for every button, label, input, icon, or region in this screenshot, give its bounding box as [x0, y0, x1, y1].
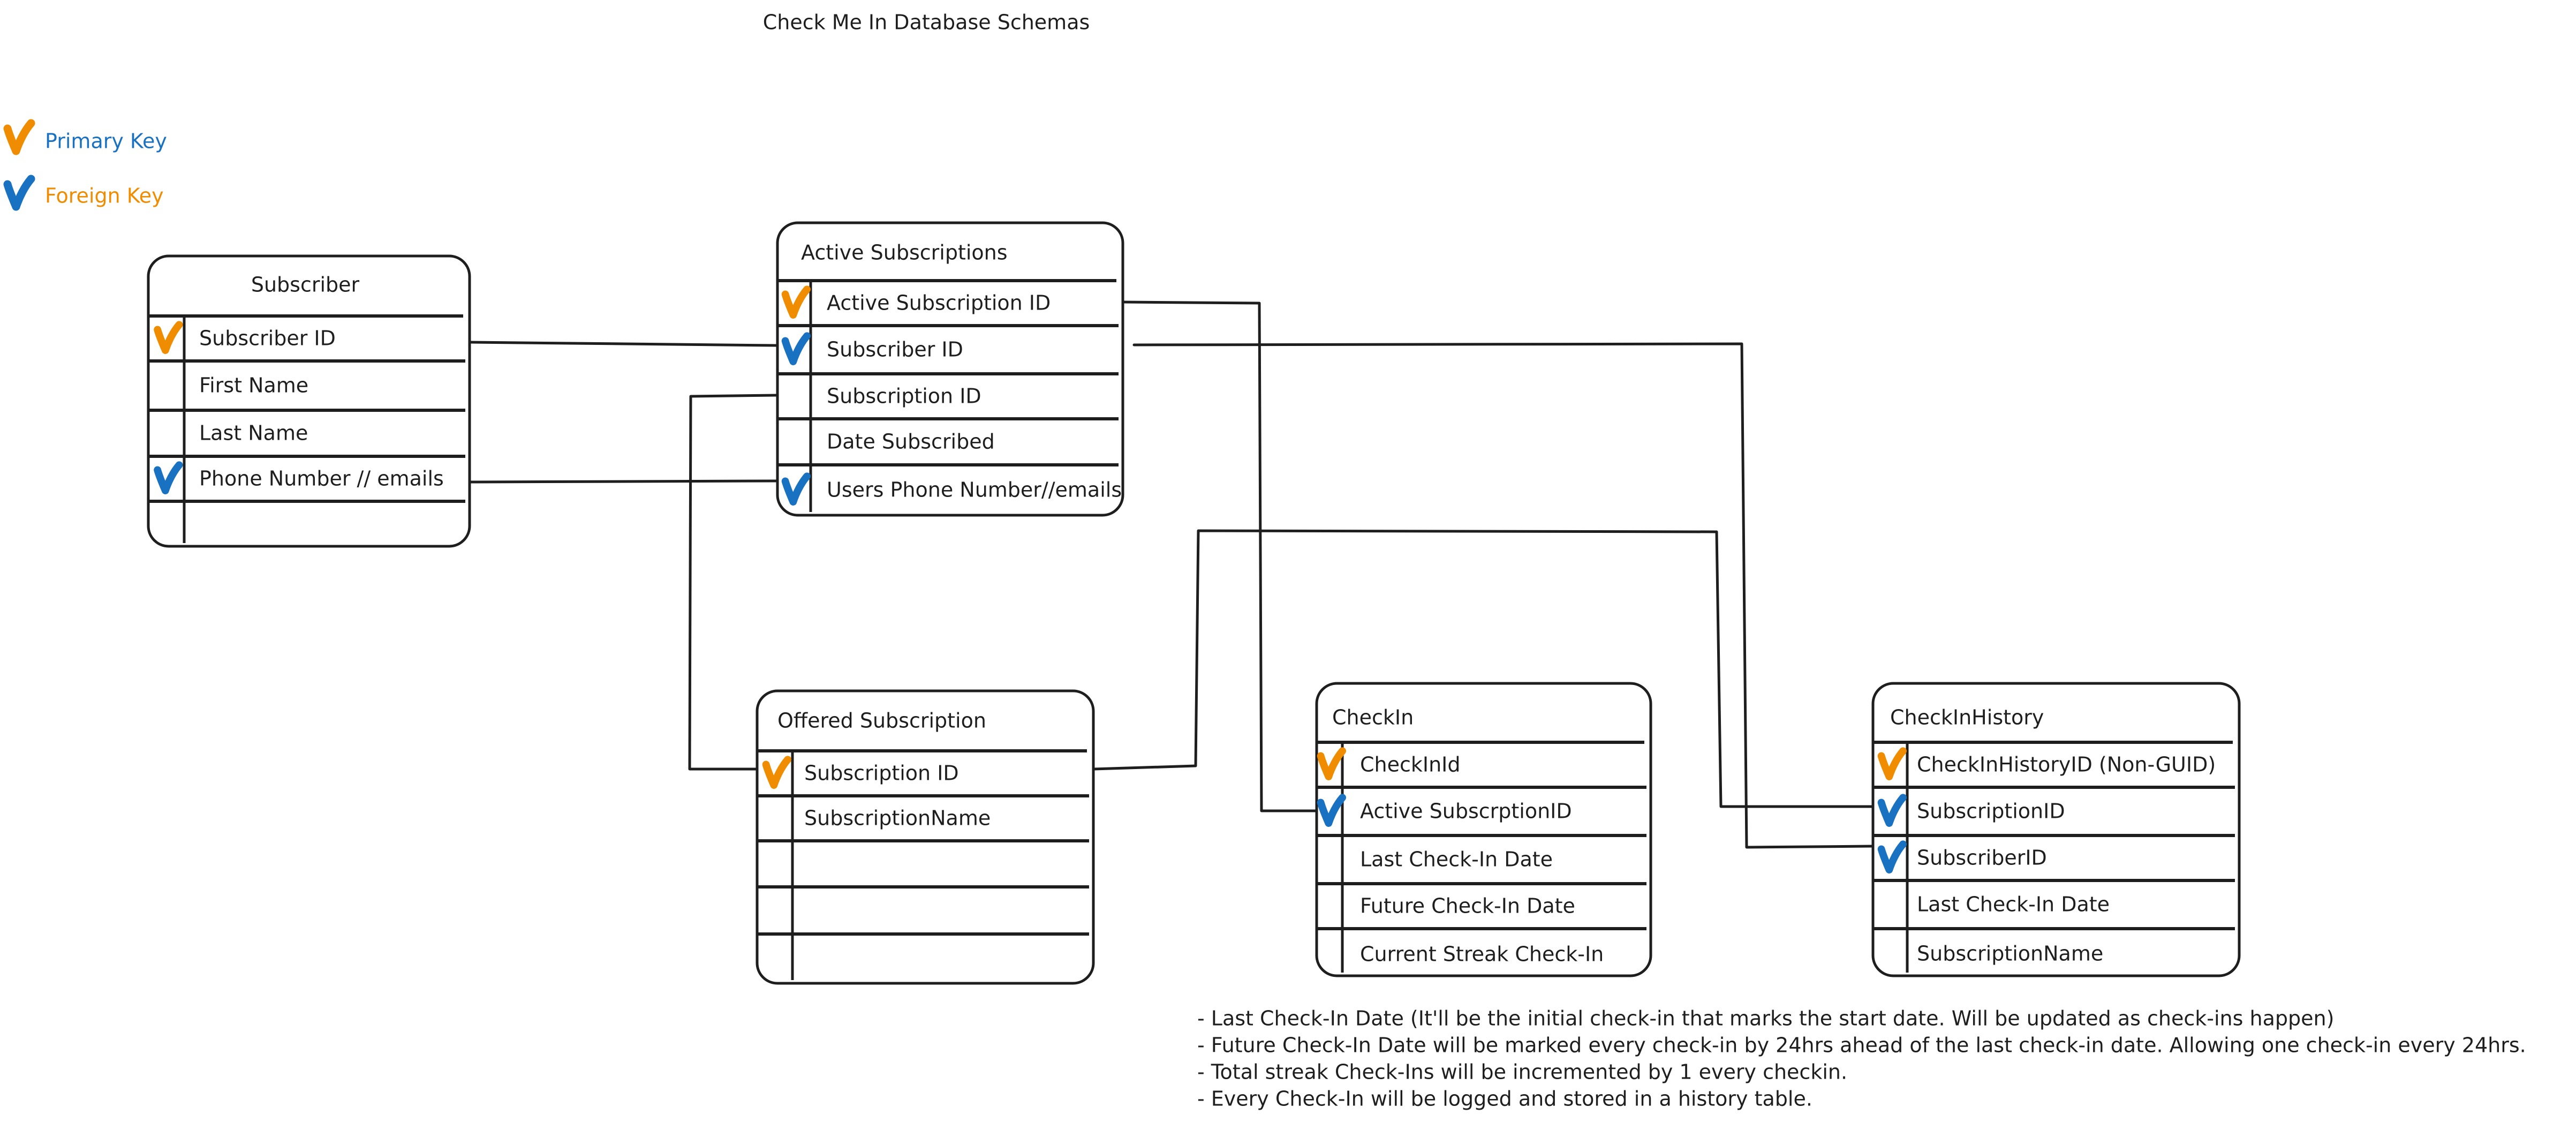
- field-name: SubscriptionName: [804, 807, 991, 830]
- foreign-key-icon: [781, 332, 811, 365]
- field-name: Users Phone Number//emails: [827, 478, 1122, 502]
- primary-key-icon: [154, 321, 183, 354]
- blue-check-icon: [3, 175, 35, 211]
- table-row: SubscriberID: [1877, 840, 2047, 873]
- table-row: SubscriptionID: [1877, 794, 2065, 827]
- table-row: Future Check-In Date: [1360, 894, 1575, 918]
- table-row: Users Phone Number//emails: [781, 472, 1122, 506]
- table-row: First Name: [199, 374, 308, 397]
- field-name: Last Name: [199, 421, 308, 445]
- connector-active-subscriber-id-to-history-subscriberid: [1132, 342, 1874, 849]
- table-row: SubscriptionName: [1917, 942, 2103, 966]
- page-title: Check Me In Database Schemas: [763, 11, 1090, 34]
- notes: - Last Check-In Date (It'll be the initi…: [1197, 1007, 2526, 1111]
- table-title: CheckIn: [1332, 706, 1414, 729]
- field-name: Subscription ID: [804, 762, 959, 785]
- field-name: Current Streak Check-In: [1360, 943, 1604, 966]
- table-row: Last Check-In Date: [1360, 848, 1553, 871]
- table-row: Date Subscribed: [827, 430, 995, 454]
- note-line: - Future Check-In Date will be marked ev…: [1197, 1034, 2526, 1057]
- field-name: Last Check-In Date: [1360, 848, 1553, 871]
- table-row: Subscription ID: [762, 756, 959, 789]
- connector-offered-subscription-id-to-active-subscription-id: [688, 394, 777, 771]
- table-row: Last Name: [199, 421, 308, 445]
- legend-foreign-key-label: Foreign Key: [45, 184, 164, 208]
- table-row: Subscription ID: [827, 385, 981, 408]
- connector-phone-to-active-phone: [469, 479, 777, 484]
- table-frame: [1871, 682, 2241, 977]
- field-name: SubscriptionID: [1917, 800, 2065, 823]
- foreign-key-icon: [1877, 840, 1907, 873]
- table-row: Subscriber ID: [781, 332, 963, 365]
- table-title: Offered Subscription: [777, 709, 986, 733]
- table-row: SubscriptionName: [804, 807, 991, 830]
- field-name: Subscription ID: [827, 385, 981, 408]
- primary-key-icon: [1317, 747, 1346, 780]
- field-name: Active SubscrptionID: [1360, 800, 1572, 823]
- connector-active-subscription-id-to-checkin: [1123, 300, 1318, 812]
- table-row: CheckInHistoryID (Non-GUID): [1877, 747, 2216, 780]
- foreign-key-icon: [1877, 794, 1907, 827]
- field-name: Phone Number // emails: [199, 467, 444, 491]
- table-row: CheckInId: [1317, 747, 1461, 780]
- field-name: Last Check-In Date: [1917, 893, 2110, 916]
- note-line: - Total streak Check-Ins will be increme…: [1197, 1060, 1847, 1084]
- table-row: Subscriber ID: [154, 321, 336, 354]
- orange-check-icon: [3, 119, 35, 155]
- foreign-key-icon: [1317, 794, 1346, 827]
- table-title: Active Subscriptions: [801, 241, 1008, 265]
- table-frame: [776, 221, 1124, 517]
- table-frame: [147, 254, 471, 548]
- legend-primary-key-label: Primary Key: [45, 130, 167, 153]
- field-name: Date Subscribed: [827, 430, 995, 454]
- primary-key-icon: [1877, 747, 1907, 780]
- foreign-key-icon: [781, 472, 811, 506]
- field-name: SubscriberID: [1917, 846, 2047, 870]
- table-frame: [756, 689, 1095, 985]
- connector-offered-subscription-id-to-history-subscriptionid: [1092, 529, 1874, 808]
- note-line: - Every Check-In will be logged and stor…: [1197, 1087, 1812, 1111]
- field-name: Active Subscription ID: [827, 291, 1051, 315]
- connector-subscriber-id-to-active-subscriber-id: [469, 341, 777, 347]
- primary-key-icon: [781, 285, 811, 319]
- field-name: Subscriber ID: [199, 327, 336, 350]
- primary-key-icon: [762, 756, 791, 789]
- foreign-key-icon: [154, 461, 183, 494]
- field-name: Future Check-In Date: [1360, 894, 1575, 918]
- field-name: Subscriber ID: [827, 338, 963, 362]
- table-title: Subscriber: [251, 273, 360, 297]
- field-name: First Name: [199, 374, 308, 397]
- table-row: Current Streak Check-In: [1360, 943, 1604, 966]
- table-title: CheckInHistory: [1890, 706, 2044, 729]
- table-row: Active Subscription ID: [781, 285, 1051, 319]
- table-frame: [1315, 682, 1652, 977]
- field-name: CheckInHistoryID (Non-GUID): [1917, 753, 2216, 777]
- table-row: Phone Number // emails: [154, 461, 444, 494]
- field-name: SubscriptionName: [1917, 942, 2103, 966]
- table-row: Last Check-In Date: [1917, 893, 2110, 916]
- field-name: CheckInId: [1360, 753, 1461, 777]
- note-line: - Last Check-In Date (It'll be the initi…: [1197, 1007, 2334, 1030]
- table-row: Active SubscrptionID: [1317, 794, 1572, 827]
